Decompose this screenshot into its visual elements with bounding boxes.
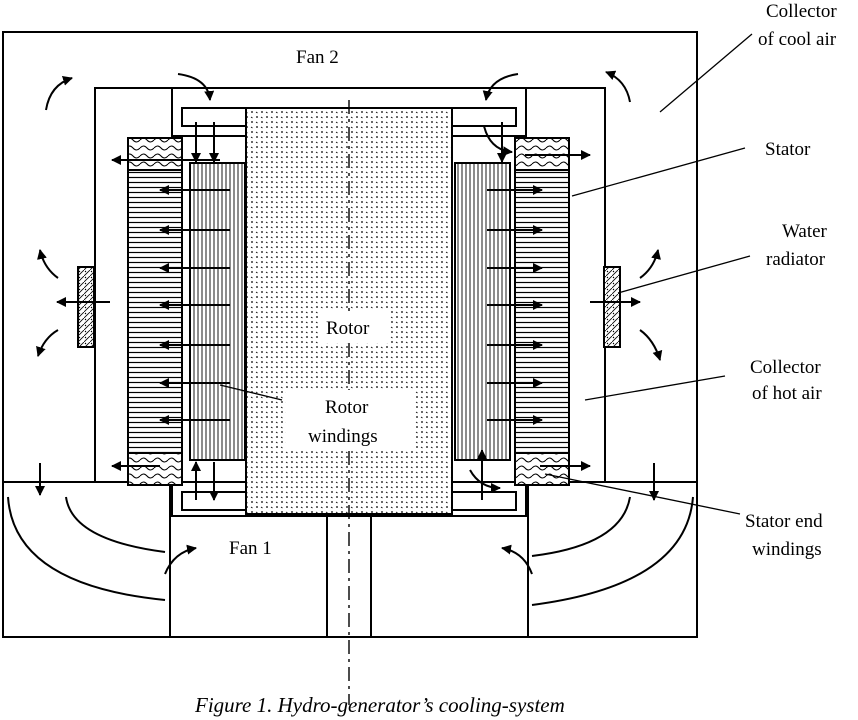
collector-hot-air-label-line2: of hot air — [752, 383, 822, 404]
rotor-winding-right — [454, 162, 511, 461]
stator-end-windings-label-line2: windings — [752, 539, 822, 560]
stator-left — [127, 169, 183, 454]
fan1-blade-right — [451, 491, 517, 511]
water-radiator-right — [603, 266, 621, 348]
collector-hot-air-label-line1: Collector — [750, 357, 821, 378]
rotor-label: Rotor — [326, 318, 370, 339]
collector-cool-air-label-line1: Collector — [766, 1, 837, 22]
stator-end-windings-label-line1: Stator end — [745, 511, 823, 532]
water-radiator-label-line1: Water — [782, 221, 828, 242]
stator-end-winding-tl — [127, 137, 183, 171]
airflow-arrows-right — [487, 150, 641, 471]
rotor-windings-label-bg — [286, 390, 414, 450]
water-radiator-label-line2: radiator — [766, 249, 826, 270]
stator-end-winding-bl — [127, 452, 183, 486]
airflow-arrows-curved — [36, 70, 663, 575]
airflow-arrows-left — [56, 155, 230, 471]
rotor-windings-label-line1: Rotor — [325, 397, 369, 418]
stator-right — [514, 169, 570, 454]
stator-label: Stator — [765, 139, 811, 160]
figure-caption: Figure 1. Hydro-generator’s cooling-syst… — [194, 693, 565, 717]
rotor-winding-left — [189, 162, 246, 461]
rotor-label-bg — [318, 311, 388, 343]
airflow-arrows-vertical — [35, 122, 659, 501]
flow-lines-lower — [7, 496, 694, 606]
rotor-windings-label-line2: windings — [308, 426, 378, 447]
lower-right-section — [527, 481, 698, 638]
fan2-label: Fan 2 — [296, 47, 339, 68]
fan2-blade-right — [451, 107, 517, 127]
collector-cool-air-label-line2: of cool air — [758, 29, 837, 50]
leader-lines — [219, 33, 753, 515]
lower-left-section — [2, 481, 171, 638]
water-radiator-left — [77, 266, 95, 348]
stator-end-winding-br — [514, 452, 570, 486]
fan1-label: Fan 1 — [229, 538, 272, 559]
